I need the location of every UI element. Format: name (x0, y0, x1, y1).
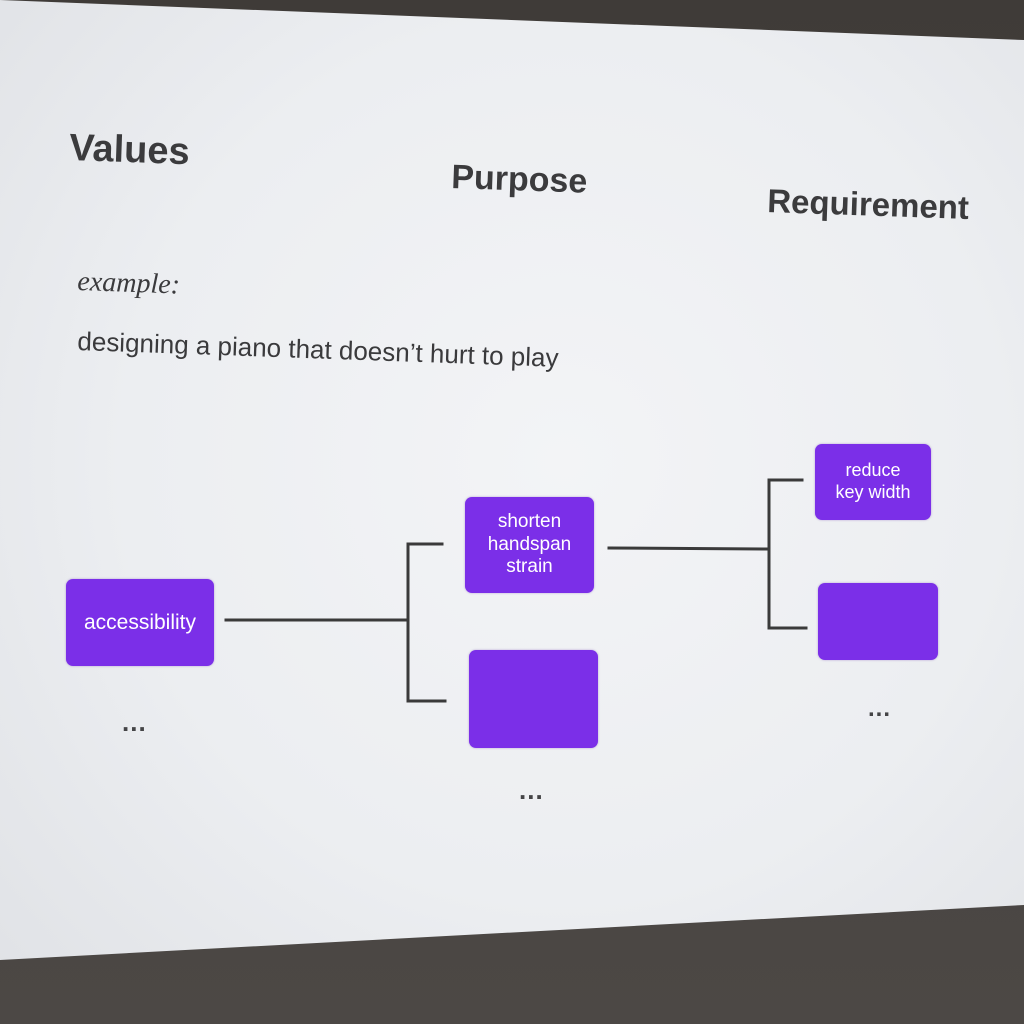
node-accessibility: accessibility (66, 579, 214, 666)
node-accessibility-label: accessibility (83, 610, 197, 634)
node-shorten-handspan-strain: shorten handspan strain (465, 497, 594, 593)
node-reduce-key-width-label: reduce key width (835, 460, 911, 502)
connector-purpose-to-requirement (607, 546, 771, 551)
ellipsis-purpose: ... (519, 775, 544, 805)
node-reduce-key-width: reduce key width (815, 444, 931, 520)
node-requirement-placeholder (818, 583, 938, 660)
bracket-purpose (406, 542, 447, 703)
bracket-requirement (767, 478, 808, 630)
ellipsis-values: ... (122, 707, 147, 737)
ellipsis-requirement: ... (868, 695, 892, 722)
node-shorten-handspan-label: shorten handspan strain (487, 510, 572, 578)
node-purpose-placeholder (469, 650, 598, 748)
